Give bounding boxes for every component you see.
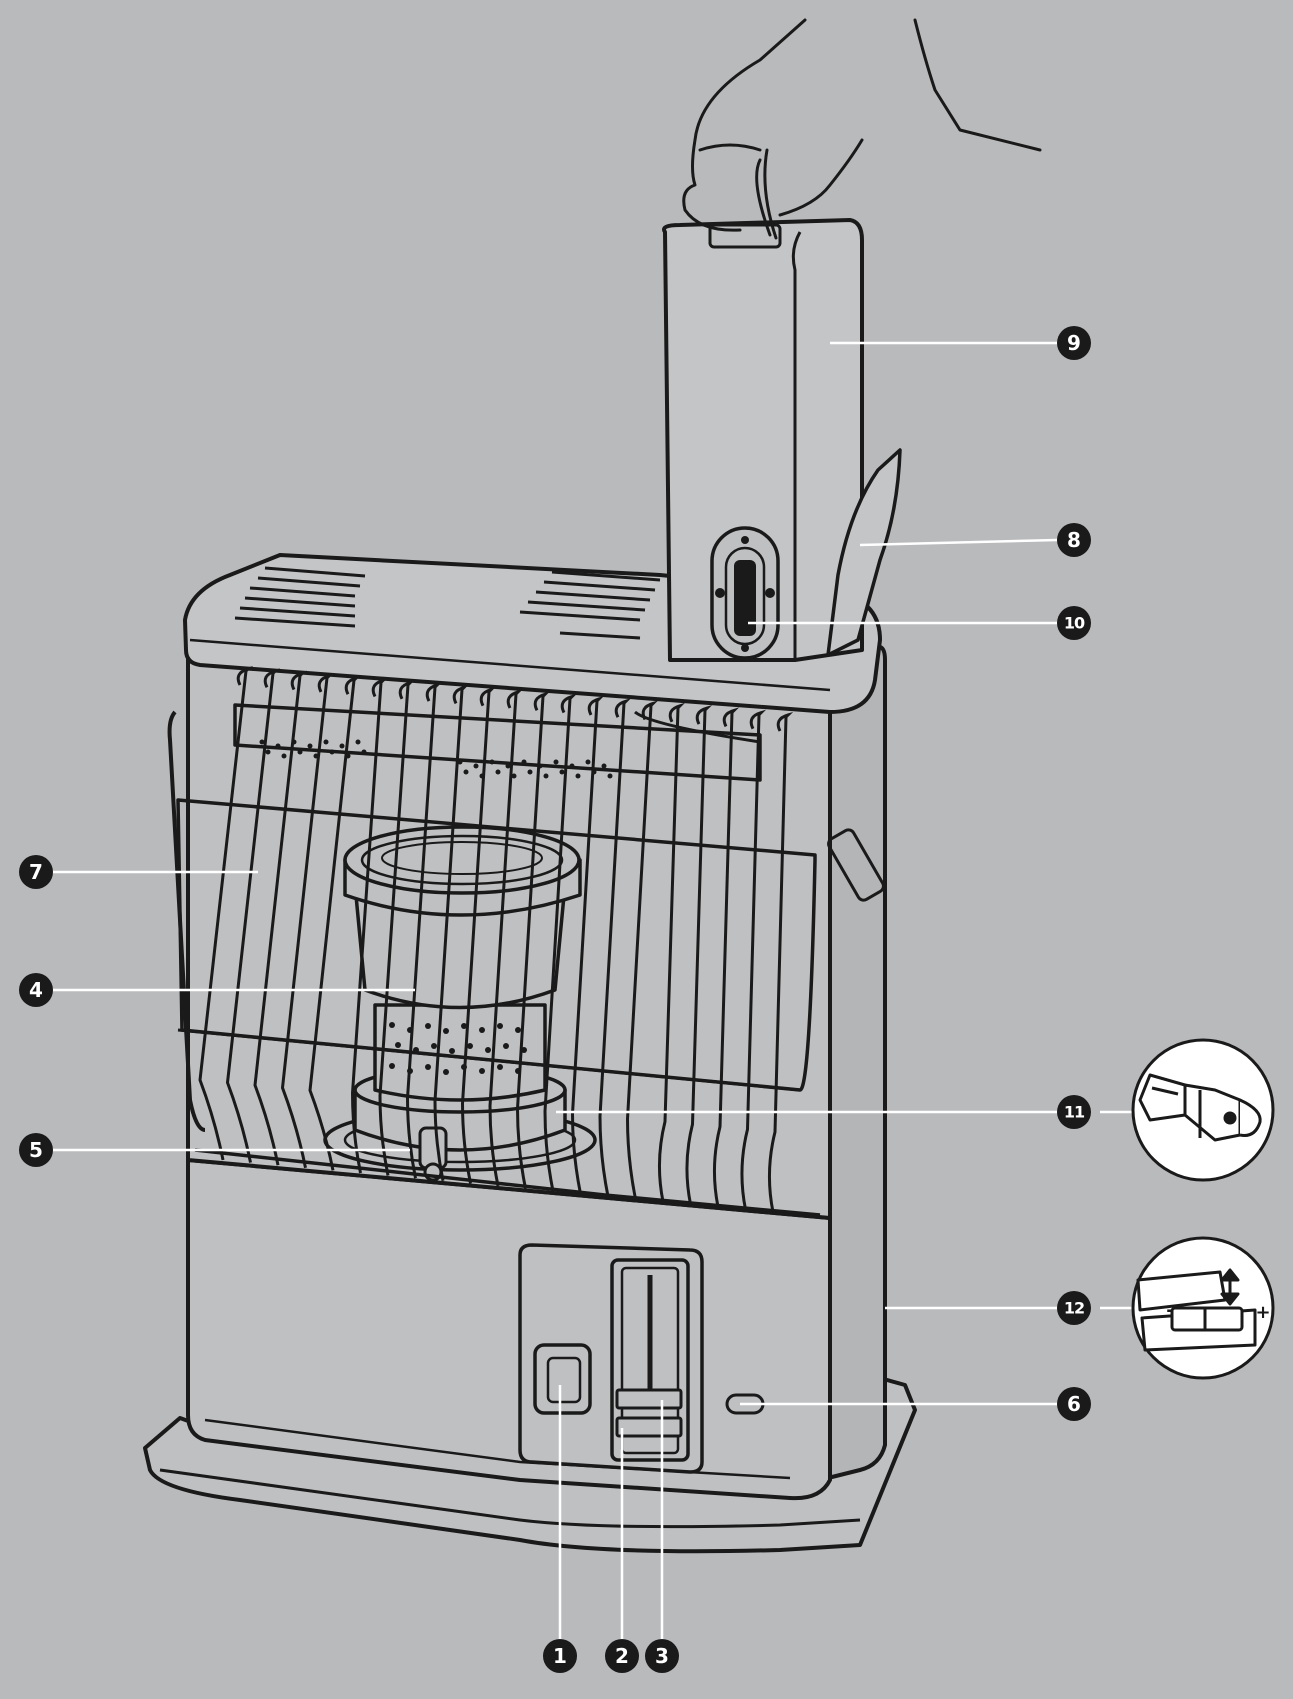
leader-lines (52, 341, 1133, 1640)
battery-minus-mark: - (1166, 1300, 1173, 1321)
guard-bar (460, 686, 497, 1184)
floor-tray (143, 1376, 917, 1554)
igniter-plug-icon (1131, 1038, 1275, 1182)
callout-1-label: 1 (553, 1644, 567, 1668)
callout-12: 12 (1057, 1291, 1091, 1325)
guard-bar (740, 709, 767, 1210)
callout-5-label: 5 (29, 1138, 43, 1162)
guard-bar (657, 702, 686, 1202)
guard-bar (570, 695, 605, 1195)
callout-4-label: 4 (29, 978, 43, 1002)
callout-2-label: 2 (615, 1644, 629, 1668)
callout-2: 2 (605, 1639, 639, 1673)
callout-5: 5 (19, 1133, 53, 1167)
guard-bar (405, 682, 443, 1179)
guard-bar (515, 691, 551, 1189)
callout-11: 11 (1057, 1095, 1091, 1129)
guard-bar (625, 700, 659, 1200)
guard-bar (225, 668, 281, 1163)
callout-badges: 1 2 3 4 5 6 7 8 (19, 326, 1091, 1673)
callout-12-label: 12 (1064, 1299, 1084, 1318)
tank-lid (826, 448, 902, 657)
guard-bar (712, 707, 740, 1208)
callout-4: 4 (19, 973, 53, 1007)
guard-bar (598, 698, 632, 1197)
callout-3: 3 (645, 1639, 679, 1673)
guard-bar (350, 677, 389, 1174)
flame-adjust-slider (610, 1258, 690, 1462)
callout-9: 9 (1057, 326, 1091, 360)
callout-11-label: 11 (1064, 1103, 1085, 1122)
callout-6: 6 (1057, 1387, 1091, 1421)
callout-8: 8 (1057, 523, 1091, 557)
battery-plus-mark: + (1255, 1302, 1270, 1323)
callout-7-label: 7 (29, 860, 43, 884)
guard-bars (198, 665, 794, 1213)
battery-compartment-icon: - + (1131, 1236, 1275, 1380)
callout-8-label: 8 (1067, 528, 1081, 552)
fuel-tank (662, 218, 864, 662)
guard-bar (433, 684, 470, 1182)
callout-9-label: 9 (1067, 331, 1081, 355)
guard-bar (308, 675, 362, 1171)
callout-1: 1 (543, 1639, 577, 1673)
guard-bar (280, 672, 335, 1169)
fuel-gauge (710, 526, 780, 660)
guard-bar (685, 705, 713, 1205)
ignition-button (533, 1343, 592, 1415)
guard-bar (543, 693, 578, 1192)
control-panel (518, 1243, 765, 1474)
callout-10: 10 (1057, 606, 1091, 640)
hand (682, 18, 1042, 240)
guard-bar (198, 665, 254, 1161)
guard-bar (488, 688, 524, 1187)
callout-6-label: 6 (1067, 1392, 1081, 1416)
callout-7: 7 (19, 855, 53, 889)
callout-3-label: 3 (655, 1644, 669, 1668)
callout-10-label: 10 (1064, 614, 1085, 633)
guard-bar (767, 711, 794, 1213)
guard-bar (253, 670, 308, 1166)
reflector (233, 703, 762, 782)
